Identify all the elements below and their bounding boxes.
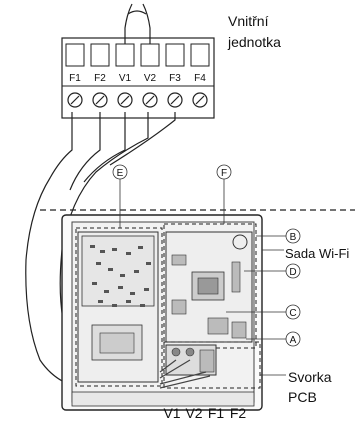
terminal-label-v1: V1 (119, 73, 132, 84)
pcb-terminal-label-line1: Svorka (288, 369, 332, 385)
terminal-label-f2: F2 (94, 73, 106, 84)
terminal-slot (65, 43, 85, 67)
svg-text:D: D (289, 267, 296, 278)
terminal-label-v2: V2 (144, 73, 157, 84)
callout-e: E (112, 164, 128, 228)
indoor-unit-label-line1: Vnitřní (228, 13, 269, 29)
wifi-kit-label: Sada Wi-Fi (285, 246, 349, 261)
svg-text:B: B (290, 232, 297, 243)
callout-a: A (246, 331, 301, 347)
svg-text:C: C (289, 308, 296, 319)
callout-c: C (226, 304, 301, 320)
terminal-slot (165, 43, 185, 67)
indoor-wires-up (124, 3, 151, 44)
terminal-slot (90, 43, 110, 67)
bottom-terminal-f2: F2 (230, 405, 247, 421)
indoor-unit-label-line2: jednotka (227, 34, 281, 50)
pcb-terminal-label-line2: PCB (288, 389, 317, 405)
svg-text:A: A (290, 335, 297, 346)
callout-f: F (216, 164, 232, 224)
terminal-slot (140, 43, 160, 67)
callout-d: D (244, 263, 301, 279)
svg-text:E: E (117, 168, 124, 179)
terminal-slot (115, 43, 135, 67)
terminal-label-f4: F4 (194, 73, 206, 84)
terminal-label-f1: F1 (69, 73, 81, 84)
indoor-terminal-block: F1 F2 V1 V2 F3 F4 (61, 37, 215, 119)
bottom-terminal-v2: V2 (185, 405, 202, 421)
terminal-slot (190, 43, 210, 67)
control-box (40, 209, 355, 411)
bottom-terminal-v1: V1 (163, 405, 180, 421)
terminal-label-f3: F3 (169, 73, 181, 84)
bottom-terminal-f1: F1 (208, 405, 225, 421)
callout-b: B (256, 228, 301, 244)
svg-text:F: F (221, 168, 227, 179)
